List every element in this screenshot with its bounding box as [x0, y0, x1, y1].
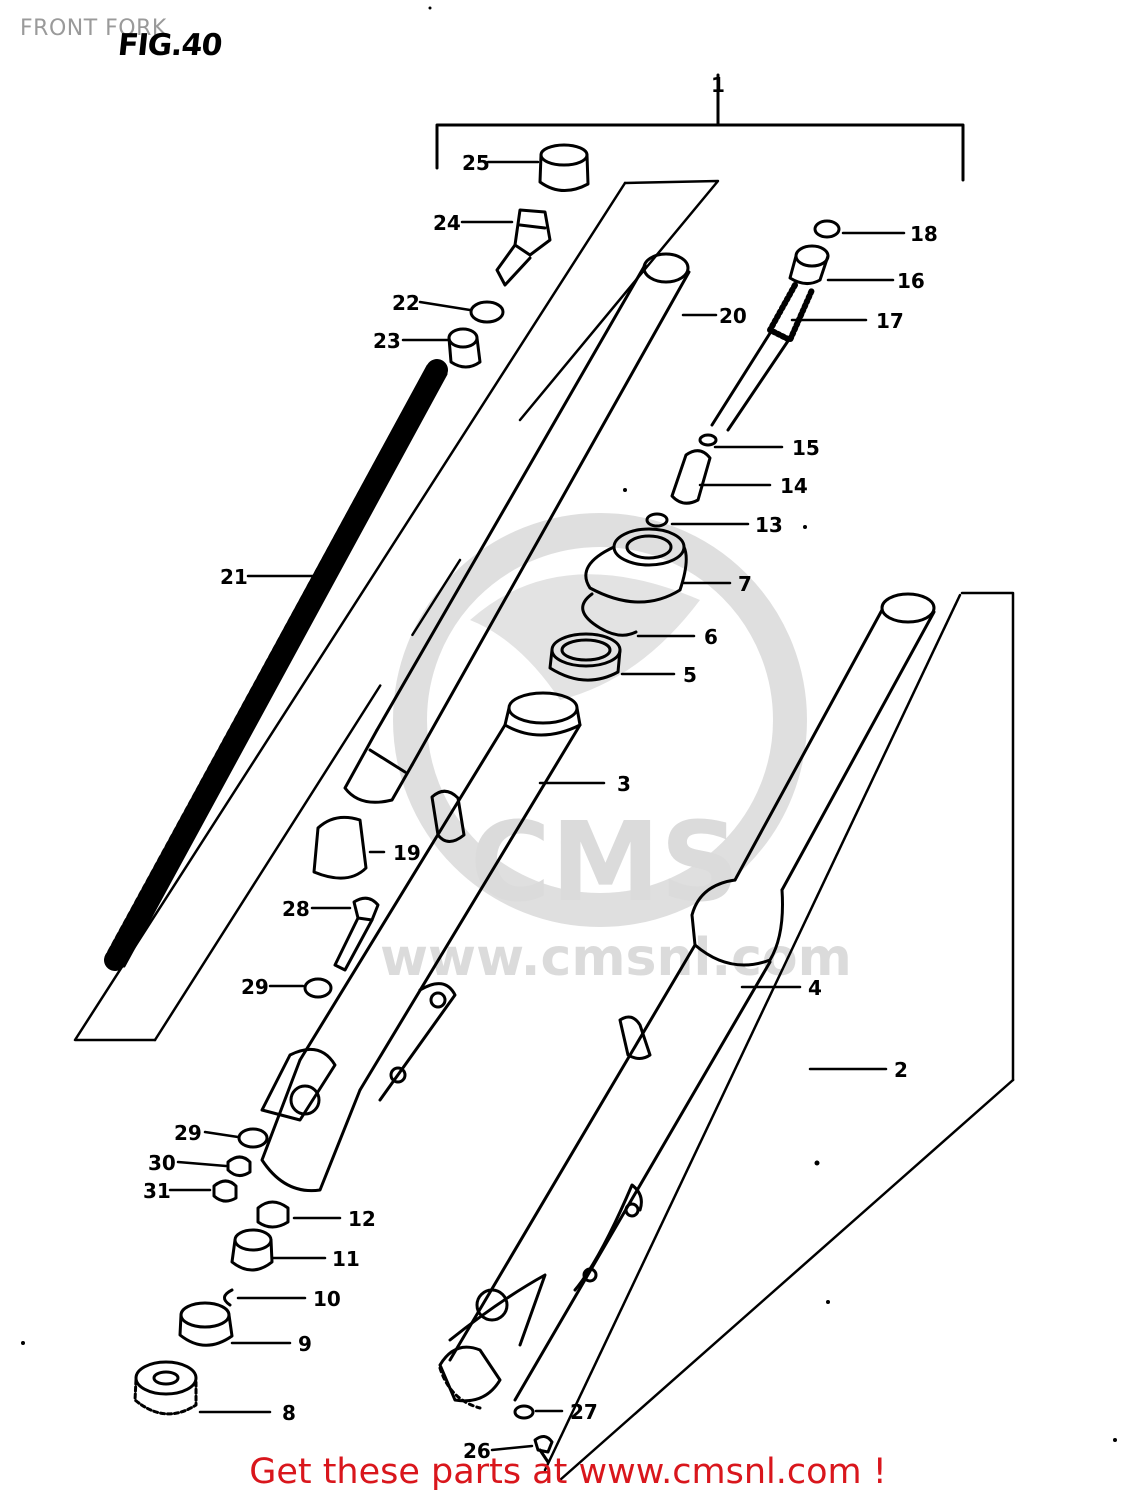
callout-17: 17 [876, 309, 904, 333]
callout-19: 19 [393, 841, 421, 865]
footer-cta: Get these parts at www.cmsnl.com ! [0, 1452, 1136, 1492]
frame-left-group [73, 179, 720, 1042]
callout-8: 8 [282, 1401, 296, 1425]
callout-27: 27 [570, 1400, 598, 1424]
figure-label: FIG.40 [116, 28, 224, 63]
callout-18: 18 [910, 222, 938, 246]
callout-31: 31 [143, 1179, 171, 1203]
part-11-bushing [230, 1228, 274, 1272]
part-30-nut [226, 1155, 252, 1177]
callout-leaders [168, 160, 906, 1452]
part-10-circlip [223, 1288, 234, 1307]
callout-13: 13 [755, 513, 783, 537]
callout-labels: 1 25 24 22 23 21 20 18 16 17 15 14 13 7 … [143, 73, 938, 1463]
frame-right-group [543, 591, 1015, 1482]
callout-24: 24 [433, 211, 461, 235]
part-25-cap [538, 143, 590, 192]
part-16-17-damper-rod [645, 219, 841, 528]
part-28-bolt [333, 896, 380, 972]
part-22-o-ring [469, 300, 505, 324]
callout-23: 23 [373, 329, 401, 353]
callout-16: 16 [897, 269, 925, 293]
callout-4: 4 [808, 976, 822, 1000]
part-2-outer-tube [438, 943, 772, 1410]
callout-20: 20 [719, 304, 747, 328]
callout-28: 28 [282, 897, 310, 921]
part-4-inner-tube [690, 592, 936, 967]
callout-10: 10 [313, 1287, 341, 1311]
callout-14: 14 [780, 474, 808, 498]
part-29-washer-bottom [237, 1127, 269, 1149]
callout-5: 5 [683, 663, 697, 687]
callout-15: 15 [792, 436, 820, 460]
callout-29-top: 29 [241, 975, 269, 999]
watermark-url-text: www.cmsnl.com [380, 928, 852, 988]
part-27-washer [513, 1404, 535, 1420]
part-20-inner-tube [343, 252, 691, 804]
callout-11: 11 [332, 1247, 360, 1271]
part-3-outer-tube [260, 691, 582, 1193]
part-5-oil-seal [548, 632, 622, 682]
bracket-assembly-1 [435, 73, 965, 182]
part-26-screw [533, 1435, 554, 1464]
part-6-clip [581, 592, 638, 637]
print-specks [21, 6, 1117, 1442]
watermark-logo-text: CMS [470, 798, 739, 926]
part-7-dust-seal [584, 527, 688, 604]
part-9-seal [178, 1301, 234, 1347]
callout-22: 22 [392, 291, 420, 315]
part-24-bolt [495, 208, 552, 287]
callout-21: 21 [220, 565, 248, 589]
callout-29-bottom: 29 [174, 1121, 202, 1145]
part-12-nut [256, 1200, 290, 1229]
part-21-spring [104, 359, 448, 971]
part-31-nut [212, 1179, 238, 1203]
callout-26: 26 [463, 1439, 491, 1463]
callout-1: 1 [711, 73, 725, 97]
callout-3: 3 [617, 772, 631, 796]
callout-2: 2 [894, 1058, 908, 1082]
callout-9: 9 [298, 1332, 312, 1356]
callout-12: 12 [348, 1207, 376, 1231]
callout-30: 30 [148, 1151, 176, 1175]
part-29-washer-top [303, 977, 333, 999]
page-title: FRONT FORK [20, 16, 167, 41]
part-23-spacer [447, 327, 482, 369]
part-8-adjuster [133, 1360, 198, 1416]
callout-6: 6 [704, 625, 718, 649]
part-19-sleeve [312, 815, 368, 880]
footer-cta-link[interactable]: Get these parts at www.cmsnl.com ! [249, 1452, 887, 1492]
callout-7: 7 [738, 572, 752, 596]
callout-25: 25 [462, 151, 490, 175]
